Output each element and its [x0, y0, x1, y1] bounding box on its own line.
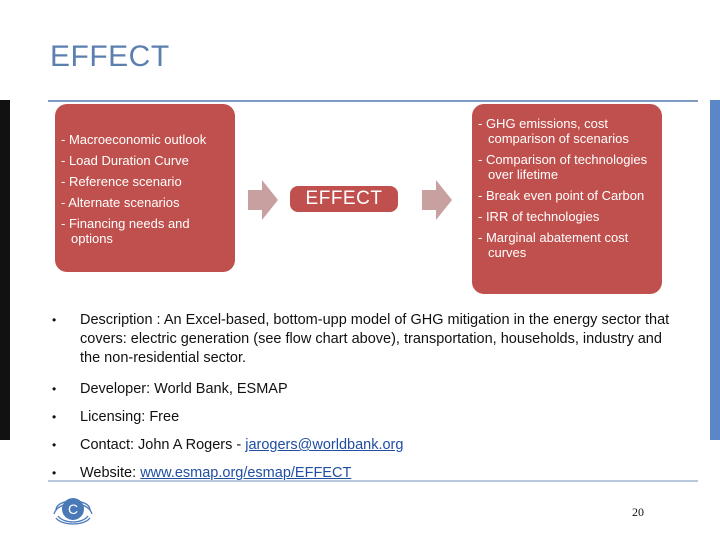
footer-rule [48, 480, 698, 482]
website-label: Website [80, 465, 133, 481]
description-row: • Description : An Excel-based, bottom-u… [52, 311, 672, 368]
licensing-row: • Licensing: Free [52, 408, 672, 427]
outputs-box: - GHG emissions, cost comparison of scen… [472, 104, 662, 294]
developer-text: : World Bank, ESMAP [146, 381, 288, 397]
licensing-text: : Free [141, 409, 180, 425]
unfccc-logo-icon: C [53, 498, 93, 525]
website-link[interactable]: www.esmap.org/esmap/EFFECT [140, 465, 352, 481]
developer-label: Developer [80, 381, 147, 397]
slide-title: EFFECT [50, 40, 170, 73]
output-item: - Break even point of Carbon [478, 188, 645, 203]
website-row: • Website: www.esmap.org/esmap/EFFECT [52, 464, 672, 483]
page-number: 20 [632, 505, 644, 519]
contact-label: Contact [80, 437, 130, 453]
svg-text:C: C [68, 501, 78, 517]
output-item: - Marginal abatement cost curves [478, 230, 629, 260]
bullet-dot: • [52, 438, 57, 452]
inputs-box: - Macroeconomic outlook - Load Duration … [55, 104, 235, 272]
arrow-right-icon [422, 180, 452, 220]
right-edge-bar [710, 100, 720, 440]
input-item: - Financing needs and options [61, 216, 190, 246]
left-edge-bar [0, 100, 10, 440]
bullet-dot: • [52, 382, 57, 396]
bullet-dot: • [52, 313, 57, 327]
output-item: - IRR of technologies [478, 209, 600, 224]
input-item: - Load Duration Curve [61, 153, 189, 168]
input-item: - Macroeconomic outlook [61, 132, 207, 147]
input-item: - Alternate scenarios [61, 195, 180, 210]
input-item: - Reference scenario [61, 174, 182, 189]
contact-text: : John A Rogers - [129, 437, 246, 453]
bullet-dot: • [52, 410, 57, 424]
output-item: - GHG emissions, cost comparison of scen… [478, 116, 629, 146]
output-item: - Comparison of technologies over lifeti… [478, 152, 648, 182]
title-rule [48, 100, 698, 102]
arrow-right-icon [248, 180, 278, 220]
description-label: Description [80, 312, 153, 328]
contact-email-link[interactable]: jarogers@worldbank.org [245, 437, 404, 453]
contact-row: • Contact: John A Rogers - jarogers@worl… [52, 436, 672, 455]
details-list: • Description : An Excel-based, bottom-u… [52, 311, 672, 492]
website-text: : [132, 465, 141, 481]
description-text: : An Excel-based, bottom-upp model of GH… [80, 312, 670, 366]
developer-row: • Developer: World Bank, ESMAP [52, 380, 672, 399]
licensing-label: Licensing [80, 409, 142, 425]
model-box: EFFECT [290, 186, 398, 212]
bullet-dot: • [52, 466, 57, 480]
